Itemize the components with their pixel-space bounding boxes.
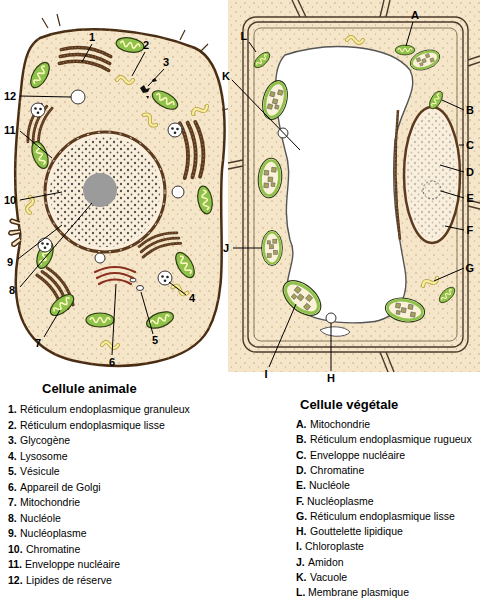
list-number: 10. — [8, 543, 23, 555]
list-number: F. — [296, 495, 304, 507]
list-item: Réticulum endoplasmique rugueux — [310, 433, 472, 445]
list-number: C. — [296, 449, 307, 461]
list-number: K. — [296, 571, 307, 583]
callout-number: H — [327, 372, 335, 385]
list-number: 8. — [8, 512, 17, 524]
callout-number: 4 — [189, 292, 195, 305]
list-number: 12. — [8, 574, 23, 586]
list-number: 1. — [8, 403, 17, 415]
callout-number: I — [265, 368, 268, 381]
list-item: Membrane plasmique — [308, 586, 409, 598]
list-number: A. — [296, 418, 307, 430]
list-number: E. — [296, 479, 306, 491]
callout-number: A — [411, 9, 419, 22]
list-number: 4. — [8, 450, 17, 462]
list-number: H. — [296, 525, 307, 537]
list-number: D. — [296, 464, 307, 476]
list-item: Lysosome — [20, 450, 67, 462]
callout-number: L — [241, 30, 248, 43]
list-item: Nucléoplasme — [20, 527, 87, 539]
callout-number: 7 — [35, 337, 41, 350]
legend-heading: Cellule animale — [42, 381, 137, 396]
list-number: 11. — [8, 558, 22, 570]
list-item: Mitochondrie — [310, 418, 370, 430]
animal-cell — [9, 14, 232, 366]
list-item: Nucléole — [20, 512, 61, 524]
callout-number: 12 — [4, 90, 16, 103]
list-item: Nucléoplasme — [307, 495, 374, 507]
list-item: Enveloppe nucléaire — [25, 558, 120, 570]
callout-number: 9 — [7, 256, 13, 269]
list-number: G. — [296, 510, 307, 522]
callout-number: 11 — [4, 124, 16, 137]
list-number: 2. — [8, 419, 17, 431]
callout-number: J — [223, 242, 229, 255]
callout-number: F — [467, 224, 474, 237]
list-item: Nucléole — [309, 479, 350, 491]
callout-number: B — [466, 104, 474, 117]
callout-number: K — [222, 70, 230, 83]
list-number: B. — [296, 433, 307, 445]
list-item: Vacuole — [310, 571, 347, 583]
legend-heading: Cellule végétale — [300, 397, 398, 412]
list-number: 9. — [8, 527, 17, 539]
list-item: Réticulum endoplasmique lisse — [20, 419, 165, 431]
list-item: Gouttelette lipidique — [310, 525, 403, 537]
cell-illustration — [0, 0, 480, 375]
list-item: Amidon — [308, 556, 344, 568]
callout-number: 2 — [143, 39, 149, 52]
list-item: Chromatine — [310, 464, 364, 476]
callout-number: G — [466, 262, 475, 275]
list-number: L. — [296, 586, 305, 598]
list-number: 7. — [8, 496, 17, 508]
list-number: I. — [296, 540, 302, 552]
callout-number: 8 — [9, 284, 15, 297]
list-item: Appareil de Golgi — [20, 481, 101, 493]
list-item: Mitochondrie — [20, 496, 80, 508]
list-item: Chromatine — [26, 543, 80, 555]
plant-cell — [228, 0, 480, 372]
list-item: Lipides de réserve — [26, 574, 112, 586]
list-item: Glycogène — [20, 434, 70, 446]
list-item: Vésicule — [20, 465, 60, 477]
callout-number: 1 — [89, 31, 95, 44]
callout-number: 5 — [152, 334, 158, 347]
list-item: Réticulum endoplasmique granuleux — [20, 403, 190, 415]
list-number: 3. — [8, 434, 17, 446]
callout-number: E — [467, 192, 474, 205]
list-item: Chloroplaste — [305, 540, 364, 552]
list-number: 6. — [8, 481, 17, 493]
callout-number: 10 — [4, 194, 16, 207]
leader-lines — [18, 22, 464, 371]
callout-number: 6 — [109, 356, 115, 369]
list-number: J. — [296, 556, 305, 568]
list-item: Enveloppe nucléaire — [310, 449, 405, 461]
list-item: Réticulum endoplasmique lisse — [310, 510, 455, 522]
callout-number: D — [466, 166, 474, 179]
callout-number: C — [466, 139, 474, 152]
callout-number: 3 — [163, 56, 169, 69]
list-number: 5. — [8, 465, 17, 477]
